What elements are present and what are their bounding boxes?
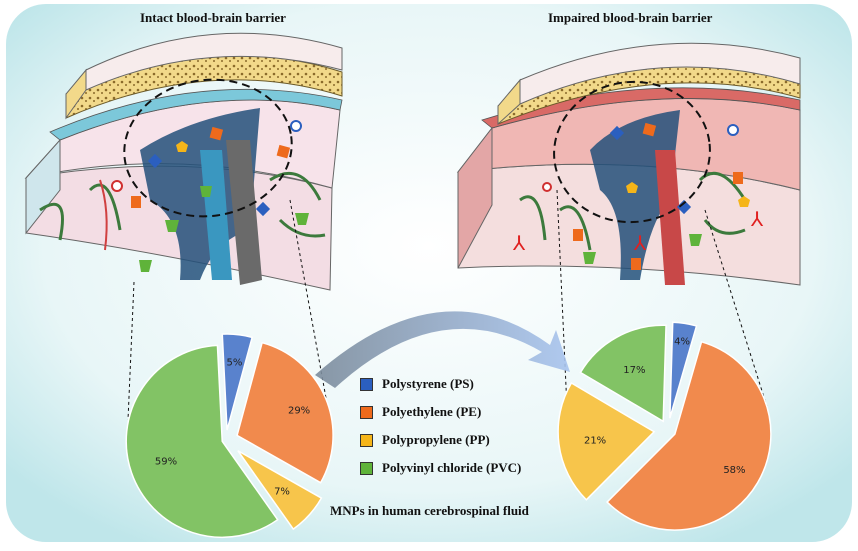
pie-slice-highlight: [669, 322, 697, 419]
intact-bbb-illustration: [24, 32, 343, 291]
pie-slice-highlight: [607, 341, 771, 531]
svg-text:⅄: ⅄: [750, 207, 764, 231]
pie-label-pvc: 17%: [623, 365, 645, 376]
legend-label: Polyvinyl chloride (PVC): [382, 460, 522, 475]
pie-chart-intact: 5% 29% 7% 59%: [125, 333, 334, 539]
pie-slice-pe: [236, 341, 334, 484]
legend-swatch: [360, 433, 373, 447]
impaired-bbb-illustration: ⅄ ⅄ ⅄: [456, 42, 801, 286]
pie-label-pp: 7%: [274, 487, 290, 498]
legend-item-ps: Polystyrene (PS): [360, 372, 521, 396]
legend-label: Polyethylene (PE): [382, 404, 482, 419]
legend-swatch: [360, 377, 373, 391]
pie-slice-highlight: [580, 325, 667, 422]
pie-slice-highlight: [237, 342, 334, 483]
pie-slice-pp: [237, 450, 323, 531]
title-intact: Intact blood-brain barrier: [140, 10, 286, 25]
pie-slice-ps: [669, 321, 698, 419]
svg-text:⅄: ⅄: [512, 231, 526, 255]
pie-label-pp: 21%: [584, 435, 606, 446]
legend-label: Polystyrene (PS): [382, 376, 474, 391]
caption: MNPs in human cerebrospinal fluid: [330, 503, 529, 518]
pie-slice-pe: [606, 340, 772, 531]
pie-slice-ps: [221, 333, 254, 431]
pie-label-pvc: 59%: [155, 457, 177, 468]
legend-item-pvc: Polyvinyl chloride (PVC): [360, 456, 521, 480]
pie-label-pe: 29%: [288, 405, 310, 416]
pie-slice-highlight: [222, 334, 253, 431]
pie-chart-impaired: 4% 58% 21% 17%: [557, 321, 772, 531]
pie-slice-pp: [557, 381, 656, 501]
pie-label-pe: 58%: [723, 465, 745, 476]
legend: Polystyrene (PS) Polyethylene (PE) Polyp…: [360, 372, 521, 484]
leader-lines: [127, 189, 769, 431]
legend-item-pe: Polyethylene (PE): [360, 400, 521, 424]
legend-swatch: [360, 461, 373, 475]
pie-slice-highlight: [237, 450, 322, 530]
legend-label: Polypropylene (PP): [382, 432, 490, 447]
pie-label-ps: 5%: [227, 357, 243, 368]
pie-slice-pvc: [579, 324, 667, 423]
svg-text:⅄: ⅄: [633, 231, 647, 255]
pie-slice-highlight: [558, 383, 655, 500]
transition-arrow: [315, 311, 570, 388]
legend-swatch: [360, 405, 373, 419]
pie-slice-pvc: [125, 344, 279, 539]
title-impaired: Impaired blood-brain barrier: [548, 10, 713, 25]
pie-label-ps: 4%: [674, 336, 690, 347]
legend-item-pp: Polypropylene (PP): [360, 428, 521, 452]
pie-slice-highlight: [126, 345, 278, 538]
